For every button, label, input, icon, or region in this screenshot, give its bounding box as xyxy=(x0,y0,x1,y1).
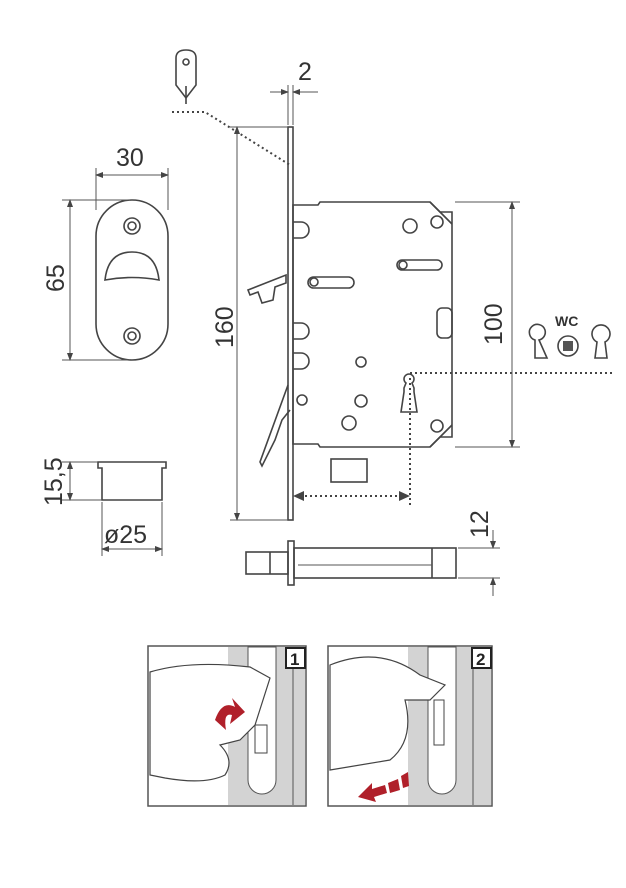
cup xyxy=(97,461,167,501)
dimension-label: 2 xyxy=(298,58,312,86)
wc-turn-icon: WC xyxy=(555,313,579,357)
key-tag-icon xyxy=(175,49,197,104)
latch-bolt xyxy=(245,540,457,586)
key-reference-line xyxy=(172,111,291,166)
dimension-body-height: 100 xyxy=(455,201,520,448)
wc-label: WC xyxy=(555,313,578,329)
lock-body xyxy=(246,201,453,483)
step-number: 2 xyxy=(476,650,485,669)
dimension-label: 160 xyxy=(211,306,239,348)
instruction-step-1: 1 xyxy=(147,645,307,807)
dimension-label: 12 xyxy=(466,510,494,538)
dimension-escutcheon-width: 30 xyxy=(95,144,169,210)
dimension-label: 15,5 xyxy=(40,457,68,506)
dimension-cup-height: 15,5 xyxy=(40,457,102,506)
dimension-label: 65 xyxy=(42,264,70,292)
dimension-faceplate-thickness: 2 xyxy=(270,58,318,125)
dimension-escutcheon-height: 65 xyxy=(42,199,130,361)
step-number: 1 xyxy=(290,650,299,669)
keyhole-icon xyxy=(528,323,549,359)
backset-arrow xyxy=(293,491,410,501)
dimension-spindle: 12 xyxy=(458,510,500,596)
instruction-step-2: 2 xyxy=(327,645,493,807)
dimension-label: 30 xyxy=(116,144,144,172)
dimension-label: ø25 xyxy=(104,521,147,549)
keyhole-icon xyxy=(591,324,611,359)
dimension-label: 100 xyxy=(480,303,508,345)
escutcheon xyxy=(95,199,169,361)
dimension-cup-diameter: ø25 xyxy=(101,502,163,556)
dimension-faceplate-height: 160 xyxy=(211,126,288,521)
